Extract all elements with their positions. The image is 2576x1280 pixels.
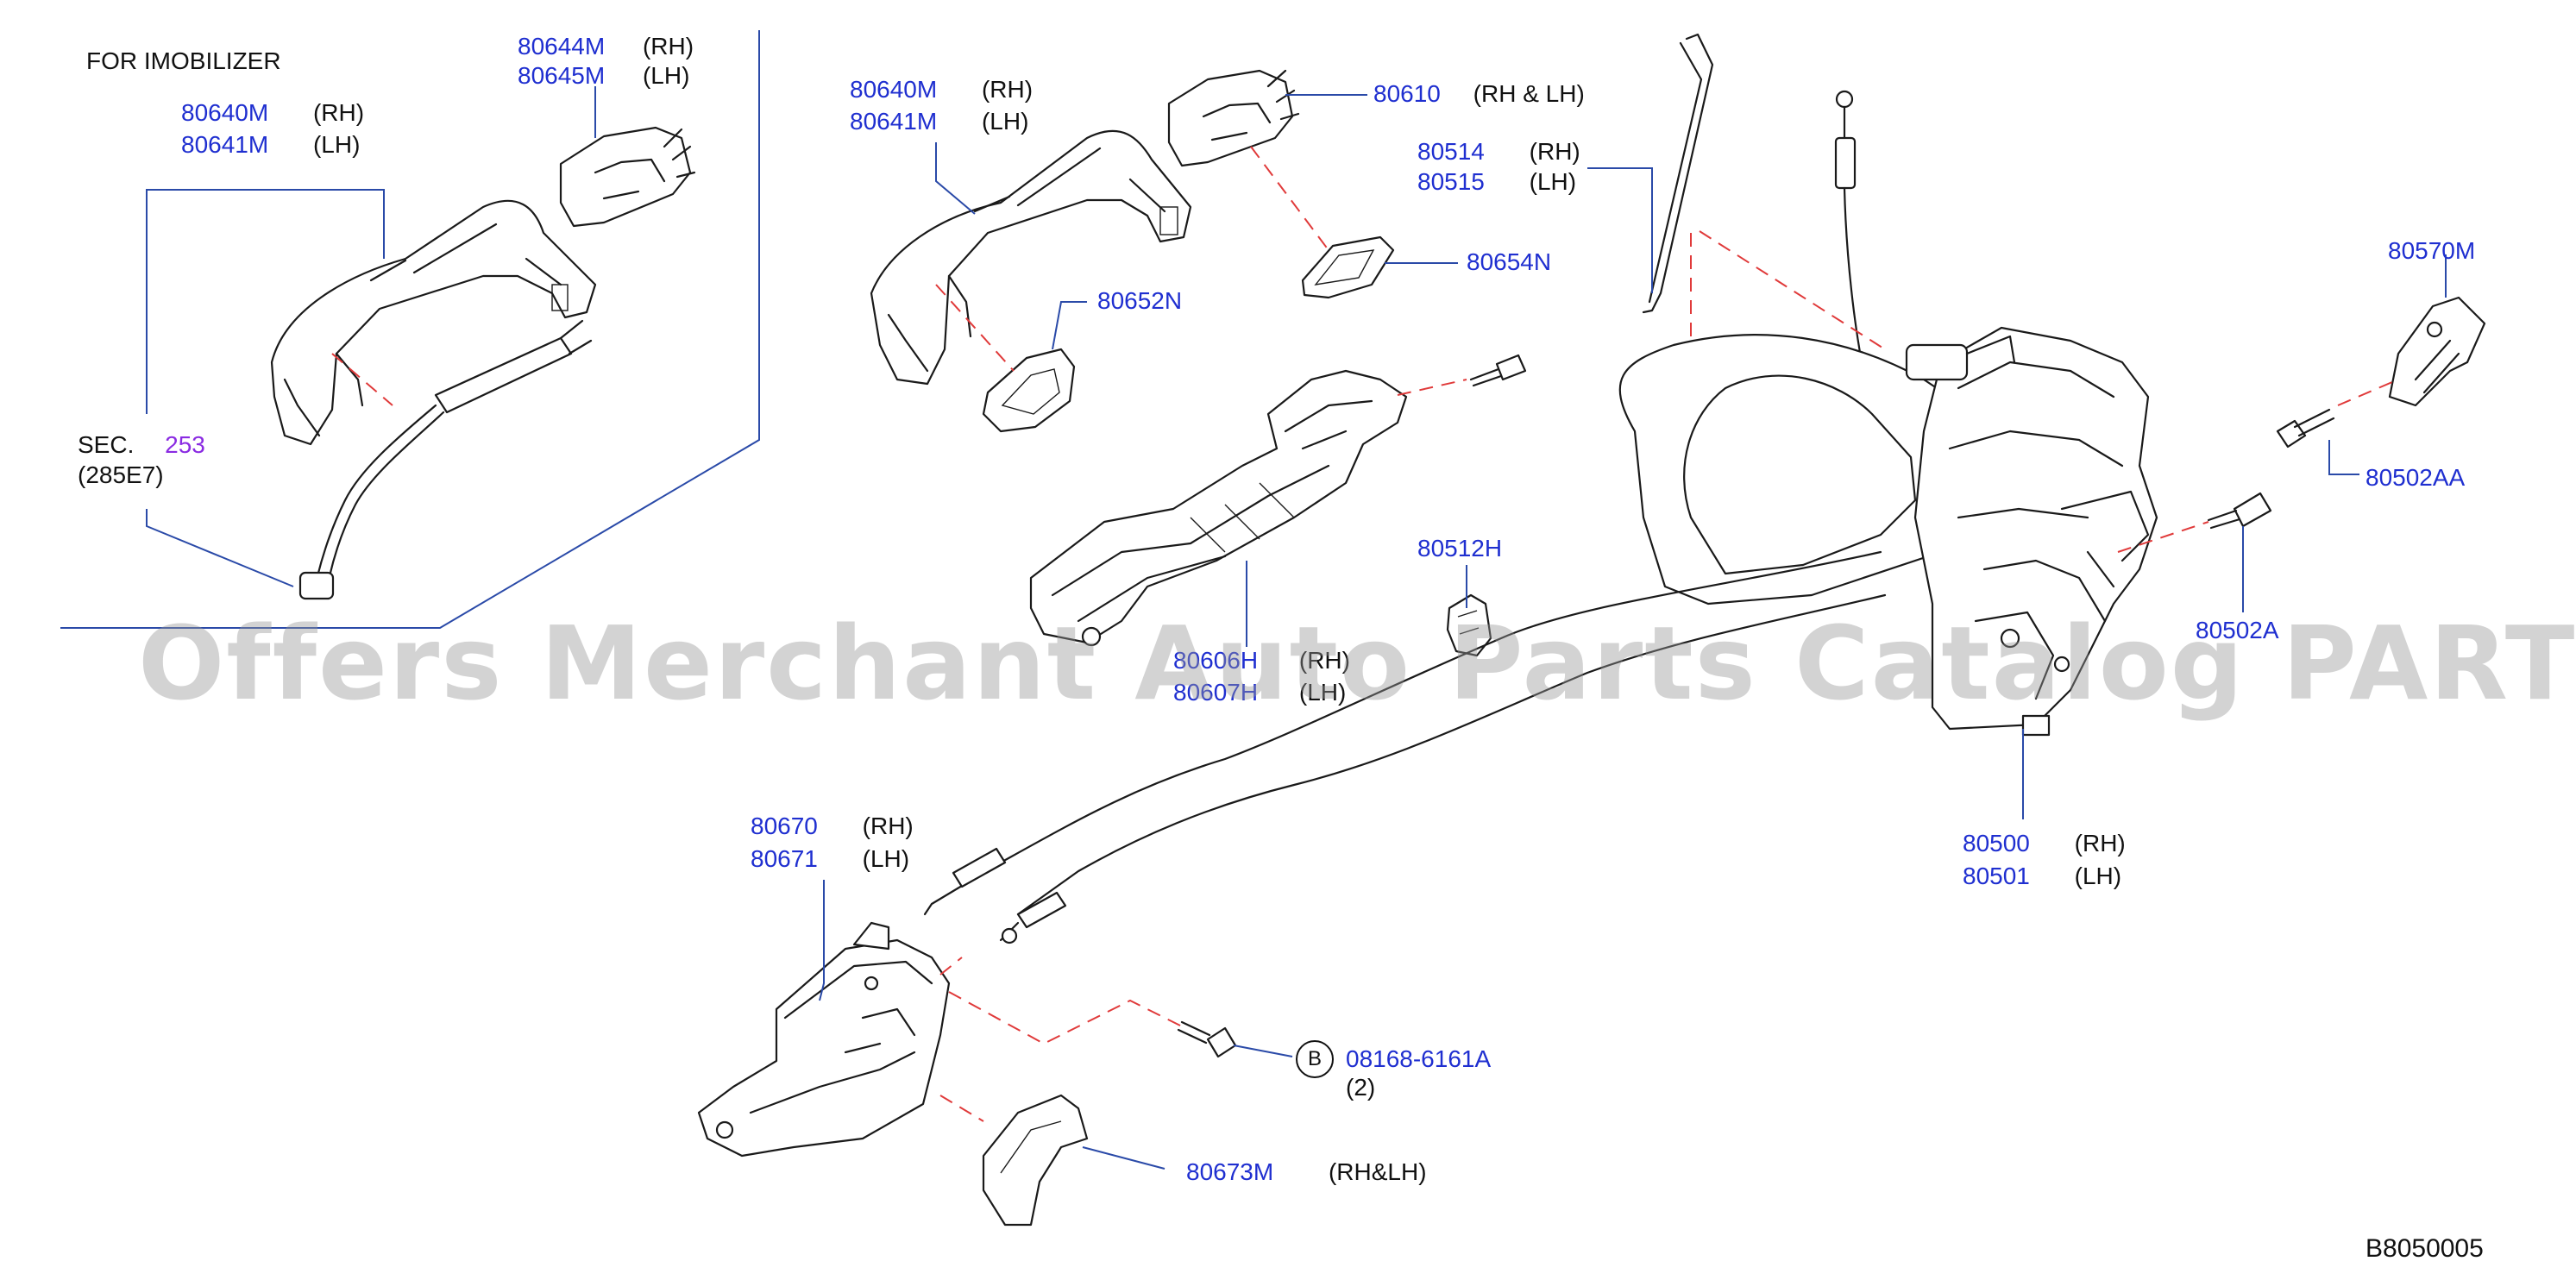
callout-80512H[interactable]: 80512H — [1417, 535, 1503, 562]
imobilizer-group-frame — [60, 30, 760, 629]
key-cap — [1167, 69, 1300, 167]
outer-handle-imobilizer — [270, 199, 597, 446]
side-label: (RH) — [1529, 138, 1580, 165]
part-number: 80500 — [1963, 830, 2030, 856]
bolt — [939, 957, 1237, 1122]
screw-striker — [2276, 379, 2399, 449]
part-number: 80670 — [751, 813, 818, 839]
part-number: 80514 — [1417, 138, 1485, 165]
callout-80606H[interactable]: 80606H (RH) — [1173, 647, 1350, 675]
side-label: (RH) — [642, 33, 694, 60]
part-number: 80606H — [1173, 647, 1259, 674]
side-label: (LH) — [2074, 863, 2122, 889]
part-number: 80610 — [1373, 80, 1441, 107]
side-label: (LH) — [312, 131, 361, 158]
inside-handle — [697, 921, 951, 1158]
callout-80645M[interactable]: 80645M (LH) — [518, 62, 689, 90]
part-number: 80641M — [850, 108, 938, 135]
lock-rod — [1642, 33, 1714, 314]
side-label: (RH&LH) — [1328, 1158, 1427, 1185]
callout-80671[interactable]: 80671 (LH) — [751, 845, 909, 873]
imobilizer-antenna — [298, 319, 593, 600]
outer-handle — [870, 129, 1192, 386]
key-cap-imobilizer — [559, 126, 696, 228]
striker — [2388, 296, 2486, 407]
clip — [1446, 593, 1492, 657]
callout-80501[interactable]: 80501 (LH) — [1963, 863, 2121, 890]
callout-80570M[interactable]: 80570M — [2388, 237, 2476, 264]
callout-80670[interactable]: 80670 (RH) — [751, 813, 914, 840]
part-number: 80644M — [518, 33, 606, 60]
reference-marker-b: B — [1296, 1040, 1334, 1078]
door-lock-actuator — [1618, 326, 2158, 737]
imobilizer-note: FOR IMOBILIZER — [86, 47, 281, 74]
screw-lock — [2117, 492, 2272, 553]
escutcheon — [982, 1094, 1089, 1227]
section-reference[interactable]: SEC. 253 — [78, 431, 205, 459]
side-label: (LH) — [1529, 168, 1577, 195]
side-label: (RH) — [1298, 647, 1350, 674]
remote-cables — [923, 550, 1887, 944]
part-number: 80645M — [518, 62, 606, 89]
callout-80652N[interactable]: 80652N — [1097, 287, 1183, 314]
callout-80641M-imobilizer[interactable]: 80641M (LH) — [181, 131, 360, 159]
part-number: 80607H — [1173, 679, 1259, 706]
callout-80644M[interactable]: 80644M (RH) — [518, 33, 694, 60]
callout-80502AA[interactable]: 80502AA — [2366, 464, 2466, 491]
part-number: 80501 — [1963, 863, 2030, 889]
side-label: (LH) — [981, 108, 1029, 135]
callout-80500[interactable]: 80500 (RH) — [1963, 830, 2126, 857]
side-label: (RH) — [2074, 830, 2126, 856]
callout-80641M[interactable]: 80641M (LH) — [850, 108, 1028, 135]
callout-80654N[interactable]: 80654N — [1467, 248, 1552, 275]
callout-80640M[interactable]: 80640M (RH) — [850, 76, 1033, 104]
part-number: 80671 — [751, 845, 818, 872]
side-label: (LH) — [1298, 679, 1347, 706]
gasket-front — [935, 284, 1076, 433]
side-label: (RH) — [981, 76, 1034, 103]
screw-frame — [1397, 354, 1527, 396]
callout-08168-6161A[interactable]: 08168-6161A — [1346, 1045, 1492, 1072]
part-number: 80640M — [181, 99, 269, 126]
callout-80515[interactable]: 80515 (LH) — [1417, 168, 1576, 196]
callout-80514[interactable]: 80514 (RH) — [1417, 138, 1580, 166]
callout-80502A[interactable]: 80502A — [2196, 617, 2279, 643]
part-number: 80640M — [850, 76, 938, 103]
handle-frame — [1029, 369, 1408, 647]
part-number: 80641M — [181, 131, 269, 158]
leader-lines — [146, 86, 2447, 1170]
side-label: (LH) — [862, 845, 910, 872]
callout-80607H[interactable]: 80607H (LH) — [1173, 679, 1346, 706]
bolt-quantity: (2) — [1346, 1074, 1376, 1101]
sec-number: 253 — [165, 431, 205, 458]
side-label: (RH) — [312, 99, 365, 126]
gasket-rear — [1250, 146, 1395, 299]
callout-80673M[interactable]: 80673M (RH&LH) — [1186, 1158, 1427, 1186]
inner-cable — [1690, 90, 1886, 373]
part-number: 80515 — [1417, 168, 1485, 195]
side-label: (RH) — [862, 813, 914, 839]
side-label: (LH) — [642, 62, 690, 89]
diagram-id: B8050005 — [2366, 1234, 2484, 1263]
part-number: 80673M — [1186, 1158, 1274, 1185]
side-label: (RH & LH) — [1473, 80, 1585, 107]
sec-prefix: SEC. — [78, 431, 135, 458]
callout-80610[interactable]: 80610 (RH & LH) — [1373, 80, 1585, 108]
sec-code: (285E7) — [78, 461, 164, 488]
callout-80640M-imobilizer[interactable]: 80640M (RH) — [181, 99, 364, 127]
